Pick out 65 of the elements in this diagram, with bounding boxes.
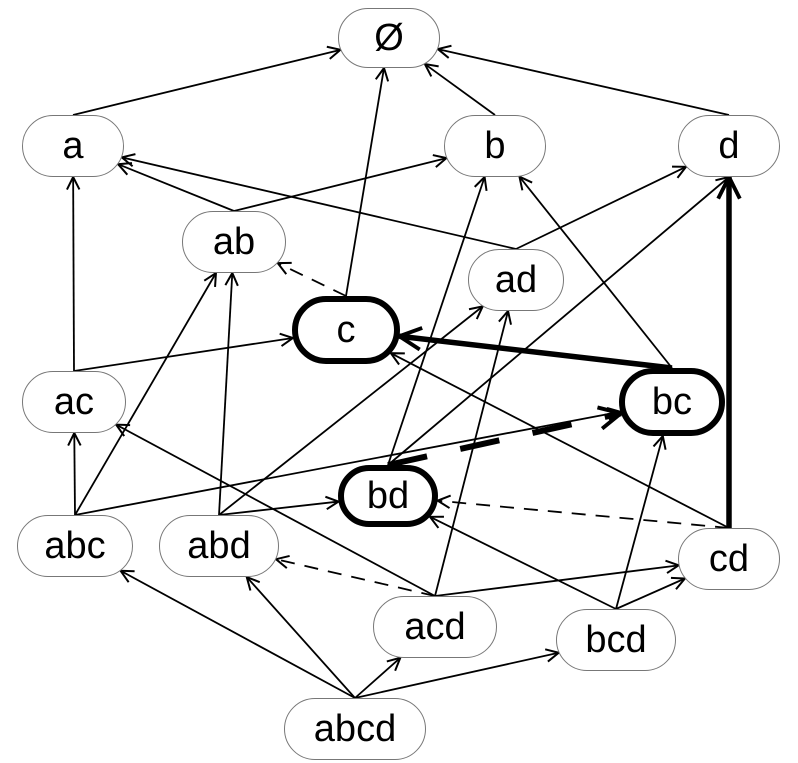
arrow: [387, 176, 488, 466]
arrow: [74, 272, 217, 516]
arrow: [120, 570, 356, 699]
arrow: [246, 576, 356, 699]
arrow: [428, 516, 616, 610]
set-node: [17, 515, 133, 577]
arrow: [115, 424, 436, 597]
arrow: [354, 648, 560, 699]
arrow: [615, 435, 667, 610]
arrow: [616, 576, 686, 610]
node-label: bd: [366, 477, 410, 515]
arrow: [518, 176, 673, 369]
node-label: ab: [212, 223, 256, 261]
set-node: [22, 371, 126, 433]
node-label: c: [336, 311, 356, 349]
node-label: abcd: [314, 710, 396, 748]
set-node: [338, 8, 440, 68]
node-label: acd: [404, 608, 466, 646]
arrow: [390, 352, 730, 529]
arrow: [72, 46, 342, 116]
arrow: [234, 154, 448, 212]
set-node: [444, 115, 546, 177]
arrow: [354, 656, 402, 699]
node-label: ac: [54, 383, 94, 421]
arrow: [387, 406, 623, 468]
arrow: [67, 432, 82, 515]
highlighted-node: [292, 296, 400, 364]
arrow: [74, 332, 294, 372]
node-label: ad: [494, 261, 538, 299]
arrow: [424, 63, 496, 116]
arrow: [218, 305, 484, 516]
arrow: [117, 162, 234, 212]
node-label: d: [718, 127, 740, 165]
arrow: [276, 262, 346, 297]
arrow: [66, 176, 80, 371]
node-label: abc: [44, 527, 106, 565]
arrow: [716, 175, 742, 528]
node-label: bc: [652, 383, 692, 421]
node-label: cd: [708, 540, 750, 578]
arrow: [345, 67, 390, 296]
arrow: [516, 166, 687, 250]
set-node: [556, 609, 676, 671]
set-node: [468, 249, 564, 311]
arrow: [436, 44, 730, 116]
arrow: [275, 554, 436, 597]
highlighted-node: [619, 368, 725, 436]
node-label: Ø: [374, 19, 404, 57]
node-label: bcd: [585, 621, 647, 659]
arrow: [74, 406, 622, 516]
arrow: [434, 560, 680, 597]
node-label: b: [484, 127, 506, 165]
arrow: [218, 496, 340, 516]
arrow: [436, 494, 730, 529]
highlighted-node: [338, 465, 438, 527]
arrow: [397, 326, 672, 371]
node-label: a: [62, 127, 84, 165]
set-node: [678, 528, 780, 590]
node-label: abd: [187, 527, 251, 565]
arrow: [434, 310, 512, 596]
set-node: [678, 115, 780, 177]
arrow: [218, 272, 239, 516]
set-node: [182, 211, 286, 273]
arrow: [120, 153, 516, 250]
set-node: [159, 515, 279, 577]
set-node: [22, 115, 124, 177]
